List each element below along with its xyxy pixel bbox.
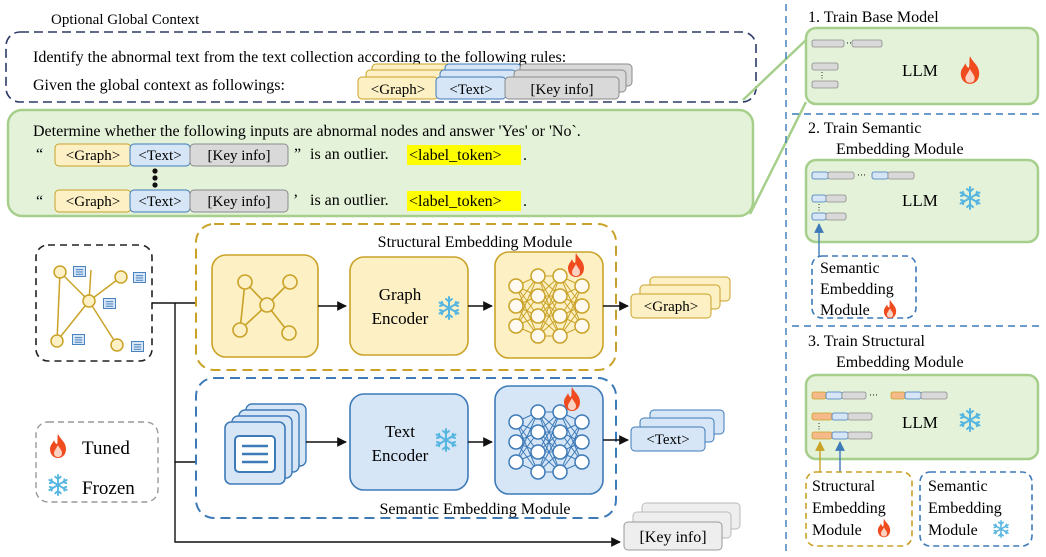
ellipsis-dot xyxy=(152,168,158,174)
svg-text:Module: Module xyxy=(820,302,870,319)
prompt-connector xyxy=(748,101,808,215)
svg-text:“: “ xyxy=(36,193,43,210)
graph-encoder-label-2: Encoder xyxy=(372,309,429,328)
svg-text:[Key info]: [Key info] xyxy=(208,148,271,164)
svg-text:Embedding: Embedding xyxy=(820,281,894,298)
document-stack-icon xyxy=(224,403,307,485)
svg-text:<Text>: <Text> xyxy=(646,432,689,448)
stage1-token-sequence: ··· ⋮ xyxy=(811,38,883,89)
svg-text:.: . xyxy=(523,147,527,164)
label-token-1: <label_token> xyxy=(409,147,502,164)
graph-output-token xyxy=(630,293,712,319)
stage1-llm-label: LLM xyxy=(902,61,938,80)
svg-text:Semantic: Semantic xyxy=(820,260,880,277)
stage2-token-sequence: ··· ⋮ xyxy=(811,170,915,221)
svg-text:⋮: ⋮ xyxy=(815,203,823,212)
svg-text:<Text>: <Text> xyxy=(138,148,181,164)
context-given-text: Given the global context as followings: xyxy=(33,77,285,94)
svg-text:Structural: Structural xyxy=(812,478,876,495)
prompt-instruction: Determine whether the following inputs a… xyxy=(33,123,581,140)
prompt-key-info-token-2 xyxy=(189,189,289,213)
svg-text:Module: Module xyxy=(812,522,862,539)
graph-encoder-box xyxy=(349,256,469,356)
svg-text:<Text>: <Text> xyxy=(449,82,492,98)
context-connector xyxy=(742,39,807,101)
svg-text:[Key info]: [Key info] xyxy=(531,82,594,98)
prompt-suffix-2: is an outlier. xyxy=(310,192,389,209)
context-key-info-token xyxy=(504,76,620,100)
label-token-2: <label_token> xyxy=(409,193,502,210)
svg-text:“: “ xyxy=(36,146,43,163)
text-output-token xyxy=(630,426,706,452)
svg-text:···: ··· xyxy=(869,390,878,400)
stage1-title: 1. Train Base Model xyxy=(808,9,939,26)
neural-network-icon xyxy=(508,404,590,480)
svg-text:.: . xyxy=(523,193,527,210)
key-info-output-token xyxy=(623,521,723,551)
text-encoder-label-2: Encoder xyxy=(372,446,429,465)
svg-text:<Graph>: <Graph> xyxy=(66,148,120,164)
svg-text:<Graph>: <Graph> xyxy=(371,82,425,98)
svg-text:⋮: ⋮ xyxy=(818,71,826,80)
stage2-llm-label: LLM xyxy=(902,191,938,210)
context-token-stack: <Graph> <Text> [Key info] xyxy=(357,63,633,100)
svg-text:’: ’ xyxy=(293,192,298,209)
svg-text:”: ” xyxy=(294,146,301,163)
global-context-label: Optional Global Context xyxy=(51,12,200,28)
svg-text:···: ··· xyxy=(846,38,855,48)
stage3-title-2: Embedding Module xyxy=(836,354,964,371)
svg-text:<Graph>: <Graph> xyxy=(644,299,698,315)
svg-text:Embedding: Embedding xyxy=(812,500,886,517)
stage2-llm-box xyxy=(804,158,1040,244)
text-encoder-label-1: Text xyxy=(385,422,415,441)
neural-network-icon xyxy=(508,268,590,344)
context-rule-text: Identify the abnormal text from the text… xyxy=(33,49,566,66)
stage3-llm-label: LLM xyxy=(902,413,938,432)
to-key-info-arrow xyxy=(174,462,621,547)
legend-frozen: Frozen xyxy=(82,478,135,499)
label-token-highlight-1 xyxy=(407,145,521,165)
svg-text:[Key info]: [Key info] xyxy=(208,194,271,210)
svg-text:<Text>: <Text> xyxy=(138,194,181,210)
semantic-module-title: Semantic Embedding Module xyxy=(379,501,570,518)
svg-text:···: ··· xyxy=(857,170,866,180)
svg-text:Semantic: Semantic xyxy=(928,478,988,495)
svg-text:<Graph>: <Graph> xyxy=(66,194,120,210)
graph-encoder-label-1: Graph xyxy=(379,285,422,304)
prompt-key-info-token-1 xyxy=(189,143,289,167)
structural-module-title: Structural Embedding Module xyxy=(378,234,573,251)
svg-text:⋮: ⋮ xyxy=(815,422,823,431)
graph-icon xyxy=(232,274,298,341)
prompt-suffix-1: is an outlier. xyxy=(310,146,389,163)
input-graph-icon xyxy=(50,265,128,352)
stage2-title-1: 2. Train Semantic xyxy=(808,120,921,137)
legend-box xyxy=(35,421,159,503)
stage3-title-1: 3. Train Structural xyxy=(808,333,925,350)
legend-tuned: Tuned xyxy=(82,438,130,459)
label-token-highlight-2 xyxy=(407,191,521,211)
svg-text:Embedding: Embedding xyxy=(928,500,1002,517)
svg-text:[Key info]: [Key info] xyxy=(639,529,706,546)
svg-text:Module: Module xyxy=(928,522,978,539)
stage2-title-2: Embedding Module xyxy=(836,141,964,158)
stage3-token-sequence: ··· ⋮ xyxy=(811,390,948,440)
